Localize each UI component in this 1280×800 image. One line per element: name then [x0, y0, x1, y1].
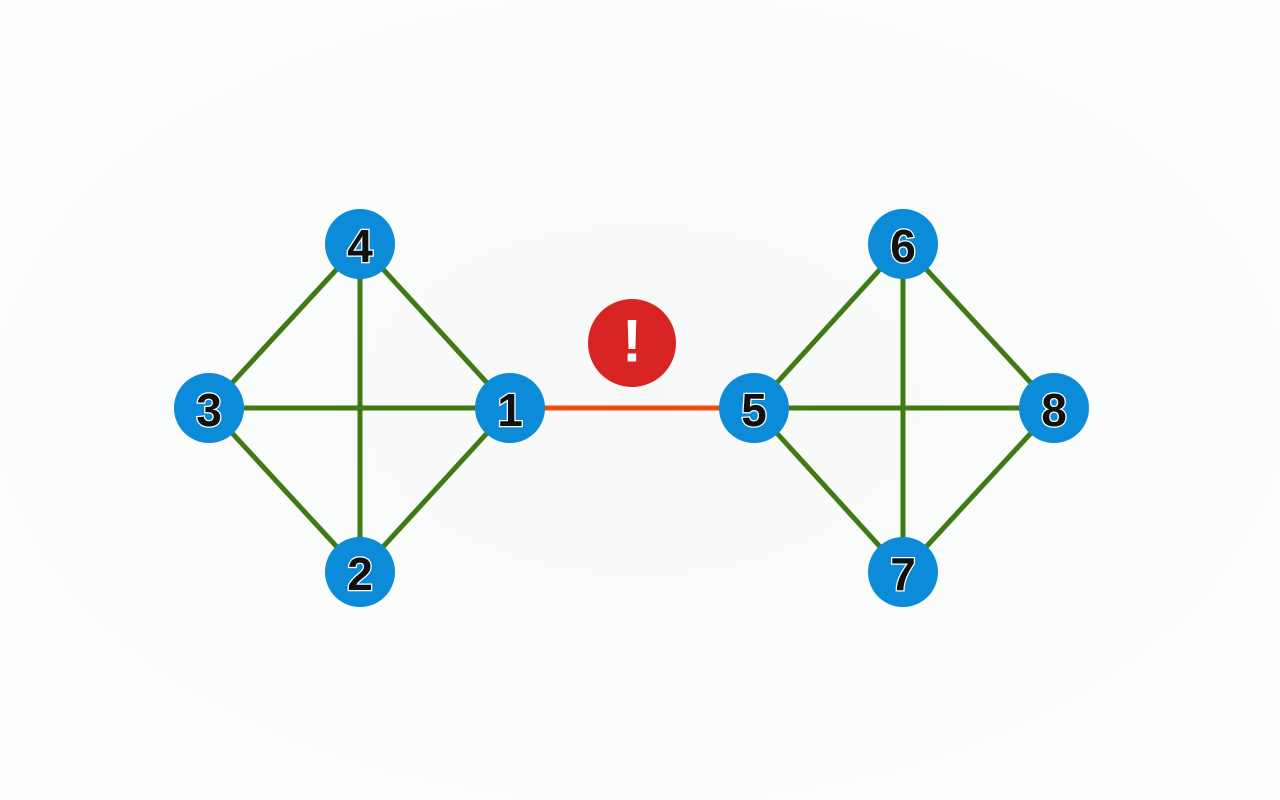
node-1	[475, 373, 545, 443]
node-label-4: 4	[347, 220, 373, 272]
edge-1-2	[358, 406, 512, 574]
node-7	[868, 537, 938, 607]
node-label-5: 5	[741, 384, 767, 436]
node-label-8: 8	[1041, 384, 1067, 436]
edge-4-3	[207, 242, 362, 410]
node-6	[868, 209, 938, 279]
node-4	[325, 209, 395, 279]
node-label-6: 6	[890, 220, 916, 272]
node-8	[1019, 373, 1089, 443]
node-label-2: 2	[347, 548, 373, 600]
node-label-3: 3	[196, 384, 222, 436]
exclamation-icon: !	[622, 308, 642, 375]
node-3	[174, 373, 244, 443]
edge-5-7	[752, 406, 905, 574]
edge-6-8	[901, 242, 1056, 410]
node-2	[325, 537, 395, 607]
edge-3-2	[207, 406, 362, 574]
edge-8-7	[901, 406, 1056, 574]
edge-4-1	[358, 242, 512, 410]
node-label-1: 1	[497, 384, 523, 436]
alert-icon	[588, 299, 676, 387]
edge-6-5	[752, 242, 905, 410]
node-label-7: 7	[890, 548, 916, 600]
node-5	[719, 373, 789, 443]
